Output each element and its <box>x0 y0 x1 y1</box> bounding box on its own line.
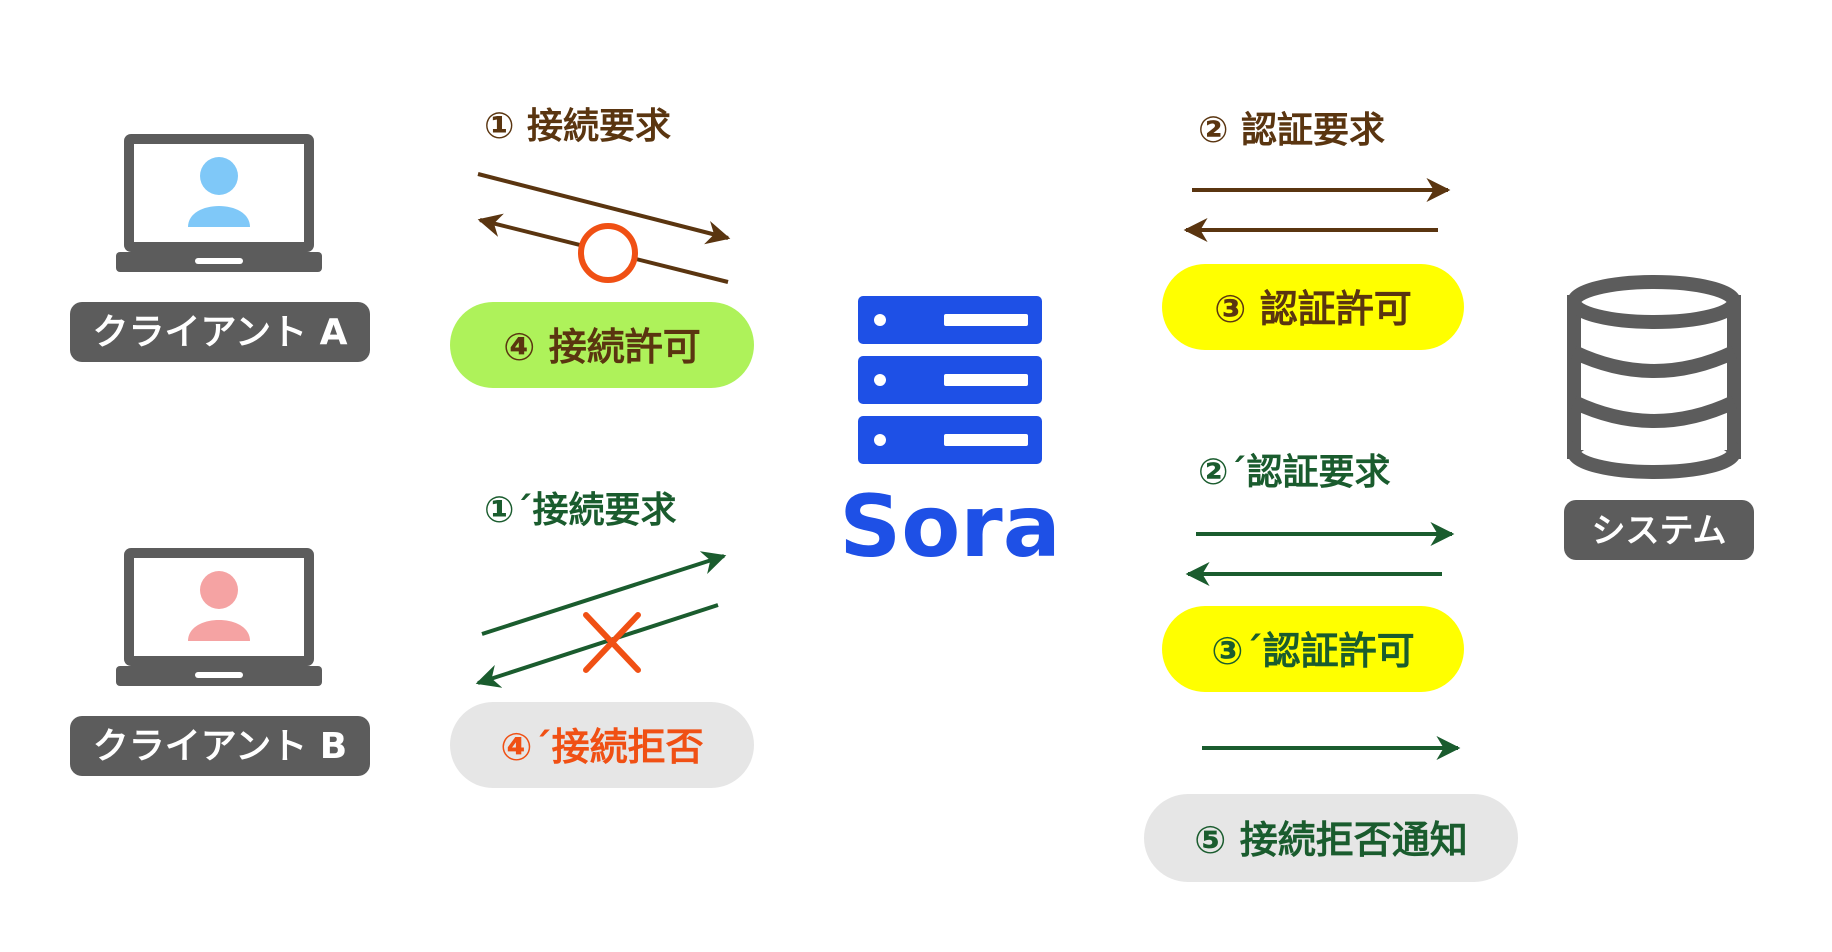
client-a-avatar-icon <box>188 157 250 227</box>
label-connect-request-a: ① 接続要求 <box>484 106 671 147</box>
pill-auth-allow-b: ③´認証許可 <box>1162 606 1464 692</box>
system-label: システム <box>1592 511 1727 551</box>
client-b-laptop-icon <box>116 548 322 686</box>
arrow-connect-request-b <box>481 551 727 636</box>
arrow-connect-reject-b <box>475 603 719 688</box>
client-a-label: クライアント A <box>93 312 348 353</box>
arrow-connect-request-a <box>477 172 731 245</box>
client-a-laptop-icon <box>116 134 322 272</box>
circle-icon <box>578 223 638 283</box>
server-name: Sora <box>839 477 1060 577</box>
pill-connect-allow-a: ④ 接続許可 <box>450 302 754 388</box>
pill-reject-notice-b: ⑤ 接続拒否通知 <box>1144 794 1518 882</box>
label-auth-request-a: ② 認証要求 <box>1198 110 1385 151</box>
label-auth-allow-a: ③ 認証許可 <box>1214 287 1411 331</box>
database-icon <box>1567 275 1741 479</box>
client-a-badge: クライアント A <box>70 302 370 362</box>
label-connect-reject-b: ④´接続拒否 <box>500 725 703 769</box>
server-icon <box>858 296 1042 464</box>
cross-icon <box>583 612 641 673</box>
label-auth-allow-b: ③´認証許可 <box>1211 629 1414 673</box>
pill-connect-reject-b: ④´接続拒否 <box>450 702 754 788</box>
system-badge: システム <box>1564 500 1754 560</box>
client-b-badge: クライアント B <box>70 716 370 776</box>
client-b-label: クライアント B <box>93 726 348 767</box>
label-auth-request-b: ②´認証要求 <box>1198 452 1390 493</box>
label-connect-request-b: ①´接続要求 <box>484 490 676 531</box>
label-reject-notice-b: ⑤ 接続拒否通知 <box>1194 818 1467 862</box>
client-b-avatar-icon <box>188 571 250 641</box>
label-connect-allow-a: ④ 接続許可 <box>503 325 700 369</box>
pill-auth-allow-a: ③ 認証許可 <box>1162 264 1464 350</box>
